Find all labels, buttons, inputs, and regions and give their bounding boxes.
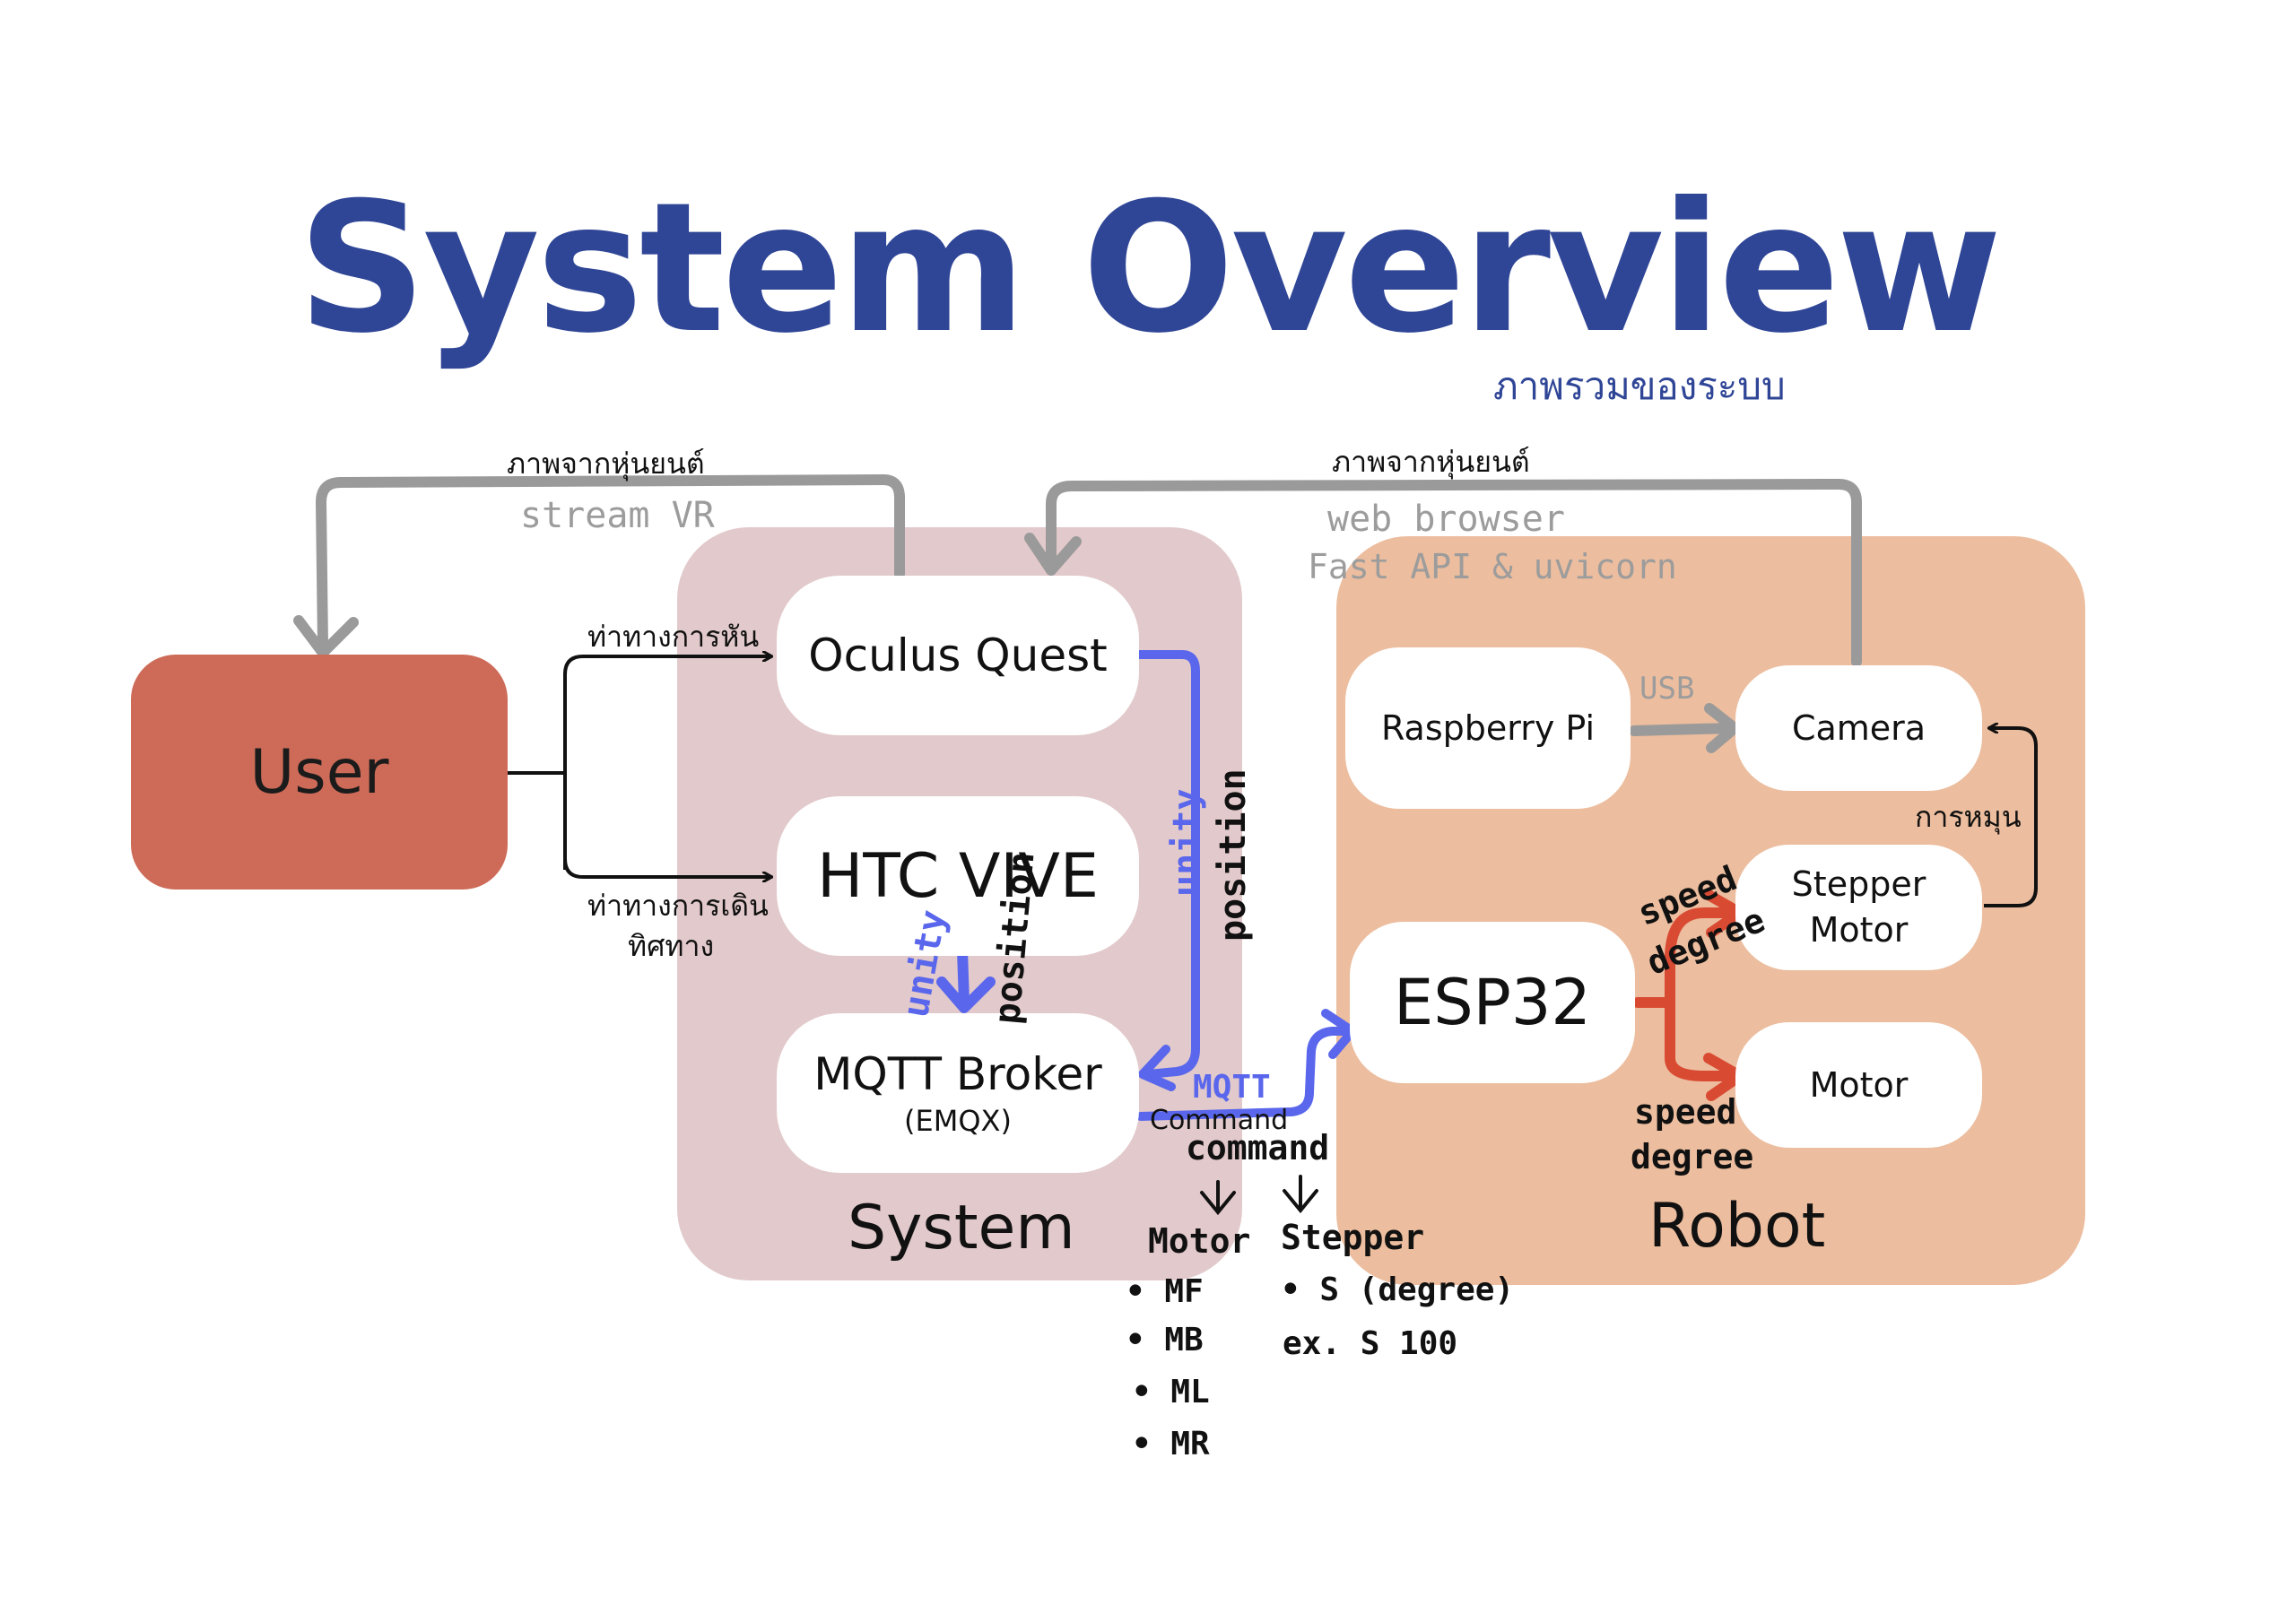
mqtt-broker-label: MQTT Broker: [813, 1048, 1102, 1100]
motor-command-item: • MF: [1126, 1273, 1204, 1310]
esp-split-arrow: [1632, 907, 1741, 1081]
stepper-motor-label-line2: Motor: [1809, 910, 1909, 950]
raspberry-pi-node: Raspberry Pi: [1345, 647, 1631, 809]
htc-vive-label: HTC VIVE: [817, 840, 1099, 912]
esp32-label: ESP32: [1394, 966, 1591, 1039]
motor-label: Motor: [1809, 1065, 1909, 1105]
web-browser-arrow: [1046, 479, 1862, 667]
web-browser-note: web browser: [1327, 499, 1565, 540]
command-typed-label: Command: [1150, 1105, 1289, 1136]
stream-vr-arrowhead: [293, 615, 359, 658]
motor-commands-heading: Motor: [1148, 1221, 1251, 1261]
esp32-node: ESP32: [1350, 922, 1635, 1083]
fastapi-note: Fast API & uvicorn: [1308, 547, 1677, 586]
usb-arrow: [1629, 723, 1736, 736]
walk-label-line2: ทิศทาง: [628, 929, 715, 963]
web-browser-arrowhead: [1024, 533, 1082, 576]
command-motor-arrow: [1200, 1180, 1236, 1216]
motor-command-item: • ML: [1132, 1374, 1210, 1410]
unity-note-oculus: unity: [1166, 788, 1207, 897]
command-note: command: [1186, 1128, 1330, 1167]
image-from-robot-left-label: ภาพจากหุ่นยนต์: [507, 447, 705, 481]
stepper-motor-label-line1: Stepper: [1791, 864, 1926, 904]
head-turn-arrow: [563, 656, 771, 870]
raspberry-pi-label: Raspberry Pi: [1380, 708, 1596, 748]
robot-panel-label: Robot: [1648, 1191, 1826, 1262]
camera-node: Camera: [1735, 665, 1982, 791]
rotation-label: การหมุน: [1915, 800, 2022, 834]
oculus-quest-label: Oculus Quest: [808, 629, 1108, 681]
page-subtitle: ภาพรวมของระบบ: [1493, 364, 1786, 408]
camera-label: Camera: [1791, 708, 1926, 748]
mqtt-esp-arrow: [1136, 1027, 1354, 1121]
stepper-command-item: • S (degree): [1281, 1271, 1515, 1308]
rotation-arrow: [1984, 728, 2038, 907]
htc-unity-arrow: [957, 945, 970, 1008]
motor-command-item: • MR: [1132, 1426, 1210, 1462]
page-title: System Overview: [297, 164, 2003, 373]
user-node: User: [131, 655, 508, 890]
stream-vr-arrow: [316, 474, 905, 651]
position-note-oculus: position: [1213, 768, 1254, 942]
degree-note-motor: degree: [1631, 1137, 1754, 1176]
stream-vr-note: stream VR: [520, 495, 715, 536]
stepper-commands-heading: Stepper: [1281, 1218, 1425, 1257]
motor-command-item: • MB: [1126, 1322, 1204, 1358]
htc-unity-arrowhead: [936, 976, 996, 1013]
htc-vive-node: HTC VIVE: [777, 796, 1139, 956]
oculus-unity-arrow: [1135, 650, 1200, 1079]
mqtt-broker-node: MQTT Broker (EMQX): [777, 1013, 1139, 1173]
stepper-motor-node: Stepper Motor: [1735, 845, 1982, 970]
usb-arrowhead: [1704, 703, 1740, 753]
motor-node: Motor: [1735, 1022, 1982, 1148]
walk-label-line1: ท่าทางการเดิน: [587, 889, 769, 923]
usb-note: USB: [1639, 671, 1695, 707]
system-panel-label: System: [848, 1193, 1075, 1263]
oculus-quest-node: Oculus Quest: [777, 576, 1139, 735]
speed-note-motor: speed: [1634, 1092, 1737, 1132]
stepper-command-example: ex. S 100: [1283, 1325, 1458, 1362]
oculus-unity-arrowhead: [1138, 1045, 1176, 1091]
mqtt-broker-sublabel: (EMQX): [904, 1104, 1012, 1138]
image-from-robot-right-label: ภาพจากหุ่นยนต์: [1332, 445, 1530, 479]
head-turn-label: ท่าทางการหัน: [587, 620, 760, 654]
command-stepper-arrow: [1283, 1175, 1318, 1214]
user-label: User: [249, 736, 389, 808]
walk-arrow: [563, 773, 771, 877]
mqtt-note: MQTT: [1193, 1069, 1271, 1106]
